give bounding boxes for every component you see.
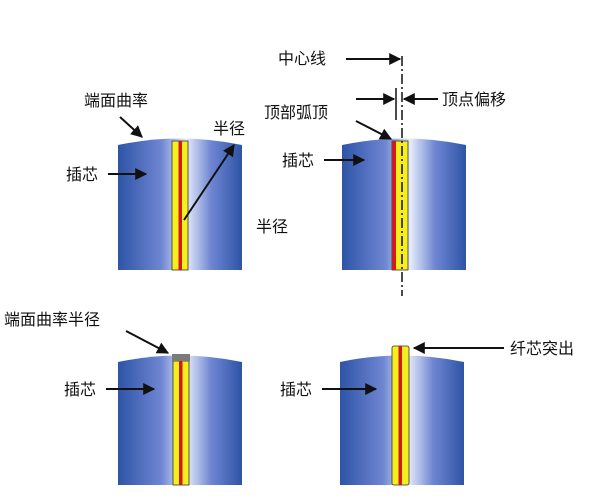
curvature-radius-arrow [125,330,170,354]
curvature-arrow [119,116,143,138]
ferrule-label: 插芯 [282,151,314,170]
radius-label-side: 半径 [256,217,288,236]
ferrule-label: 插芯 [64,380,96,399]
ferrule-label: 插芯 [66,165,98,184]
panel-fiber-protrusion: 纤芯突出 插芯 [280,339,574,486]
radius-label-top: 半径 [213,119,245,138]
panel-curvature: 端面曲率 半径 插芯 [66,91,245,271]
fiber-core [398,346,402,485]
end-face-curvature-label: 端面曲率 [84,91,148,110]
center-line-label: 中心线 [278,49,326,68]
apex-label: 顶部弧顶 [264,103,328,122]
apex-arrow [355,120,393,140]
fiber-core [392,141,396,270]
fiber-core [178,141,182,270]
fiber-core [179,361,183,485]
apex-offset-label: 顶点偏移 [442,90,506,109]
curvature-radius-label: 端面曲率半径 [4,310,100,329]
panel-curvature-radius: 端面曲率半径 插芯 [4,310,242,486]
panel-apex-offset: 中心线 顶点偏移 顶部弧顶 插芯 [264,49,506,296]
ferrule-label: 插芯 [280,380,312,399]
undercut-dome [172,354,190,361]
fiber-protrusion-label: 纤芯突出 [510,339,574,358]
radius-arrow [183,144,235,221]
